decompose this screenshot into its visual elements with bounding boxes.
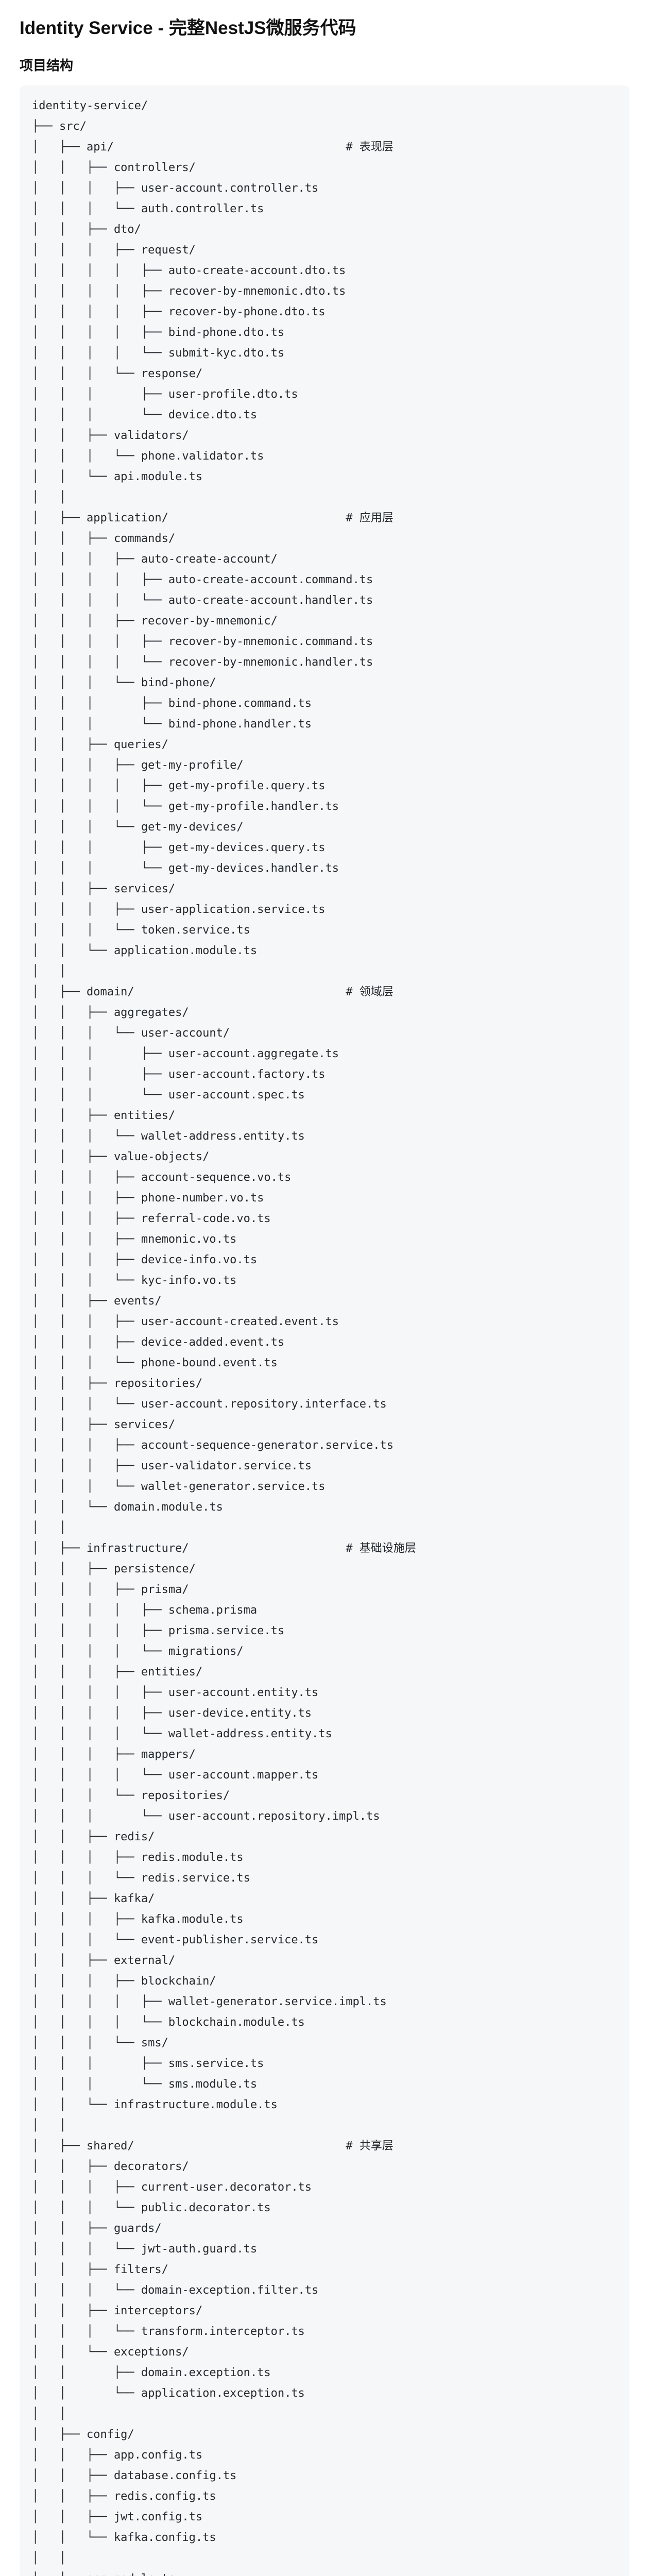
page-title: Identity Service - 完整NestJS微服务代码: [20, 18, 356, 38]
file-tree-text: identity-service/ ├── src/ │ ├── api/ # …: [32, 99, 416, 2576]
file-tree-code-block: identity-service/ ├── src/ │ ├── api/ # …: [20, 86, 629, 2576]
section-heading-project-structure: 项目结构: [20, 58, 74, 73]
document-body: Identity Service - 完整NestJS微服务代码 项目结构 id…: [20, 13, 629, 2576]
